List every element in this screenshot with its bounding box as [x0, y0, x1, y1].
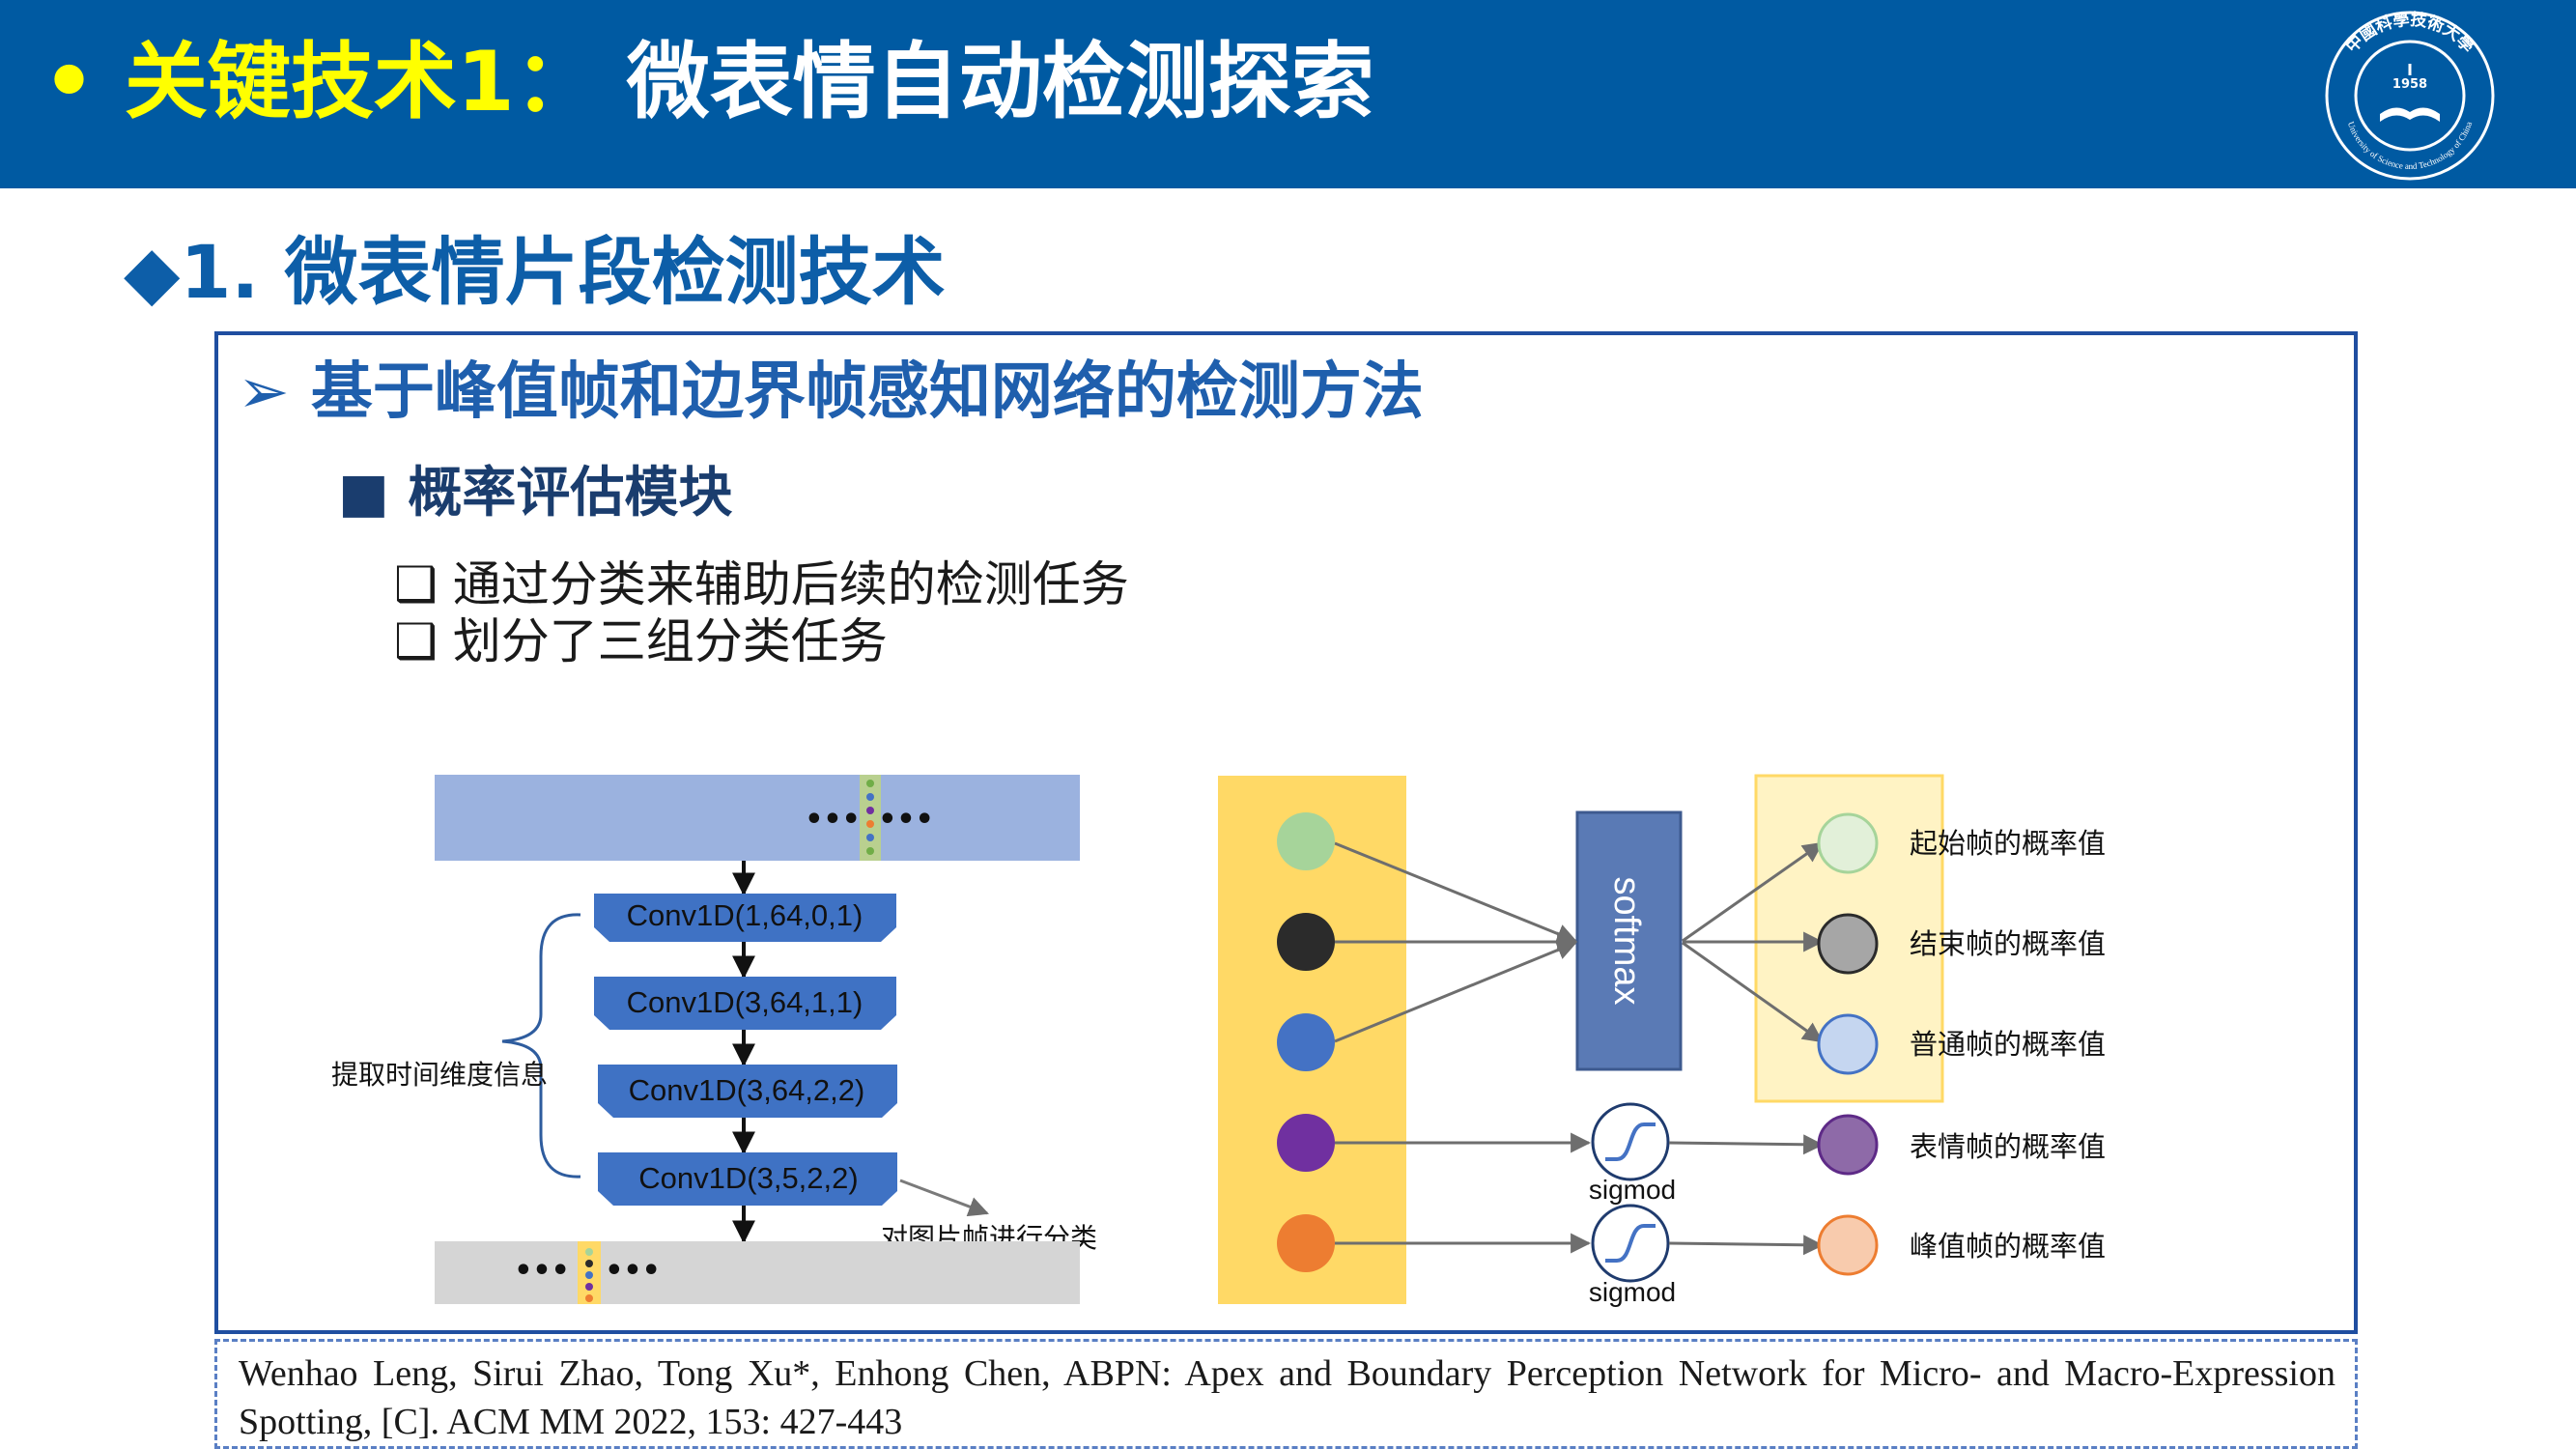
- conv-block-2: Conv1D(3,64,1,1): [594, 977, 896, 1030]
- output-node: [1817, 1214, 1879, 1276]
- subpoint-title: ■ 概率评估模块: [338, 462, 733, 525]
- output-label: 起始帧的概率值: [1910, 827, 2106, 860]
- sigmoid-node-2: [1591, 1204, 1670, 1283]
- probability-output-nodes: [1817, 812, 1879, 1276]
- output-node: [1817, 1114, 1879, 1176]
- sigmoid-label: sigmod: [1589, 1175, 1676, 1205]
- logo-year: 1958: [2392, 77, 2427, 92]
- sigmoid-node-1: [1591, 1102, 1670, 1181]
- conv-block-1: Conv1D(1,64,0,1): [594, 894, 896, 942]
- sigmoid-label: sigmod: [1589, 1277, 1676, 1307]
- header-title-topic: 微表情自动检测探索: [626, 34, 1374, 130]
- bullet-item: ❑ 通过分类来辅助后续的检测任务: [394, 556, 1129, 612]
- output-dots-left: •••: [514, 1254, 570, 1288]
- feature-highlight-column: [860, 775, 881, 861]
- header-bar: • 关键技术1： 微表情自动检测探索 中國科學技術大學 University o…: [0, 0, 2576, 188]
- header-title: • 关键技术1： 微表情自动检测探索: [42, 29, 1374, 135]
- sigmoid-output-arrow: [1668, 1235, 1825, 1256]
- feature-node: [1277, 913, 1335, 971]
- bullet-item: ❑ 划分了三组分类任务: [394, 613, 888, 669]
- feature-node: [1277, 1114, 1335, 1172]
- output-label: 峰值帧的概率值: [1910, 1230, 2106, 1263]
- university-logo: 中國科學技術大學 University of Science and Techn…: [2325, 10, 2495, 181]
- output-sequence-bar: [435, 1241, 1080, 1304]
- conv-layer-label: Conv1D(3,64,1,1): [627, 985, 863, 1019]
- section-title: ◆1. 微表情片段检测技术: [124, 229, 946, 315]
- conv-layer-label: Conv1D(3,5,2,2): [638, 1161, 858, 1195]
- output-node: [1817, 812, 1879, 874]
- softmax-box: [1575, 810, 1683, 1071]
- feature-node: [1277, 1214, 1335, 1272]
- brace-connector: [501, 913, 581, 1179]
- conv-block-3: Conv1D(3,64,2,2): [598, 1065, 897, 1118]
- feature-node: [1277, 1013, 1335, 1071]
- open-book-icon: [2380, 107, 2440, 122]
- feature-column-dots: [866, 780, 874, 855]
- point-title: ➢ 基于峰值帧和边界帧感知网络的检测方法: [238, 356, 1424, 428]
- frame-feature-nodes: [1277, 812, 1335, 1272]
- softmax-input-arrows: [1334, 841, 1578, 1043]
- output-label: 普通帧的概率值: [1910, 1028, 2106, 1061]
- softmax-label: softmax: [1606, 876, 1647, 1005]
- output-label: 表情帧的概率值: [1910, 1130, 2106, 1163]
- reference-citation: Wenhao Leng, Sirui Zhao, Tong Xu*, Enhon…: [214, 1339, 2358, 1449]
- conv-layer-label: Conv1D(3,64,2,2): [629, 1073, 865, 1107]
- softmax-output-arrows: [1682, 841, 1825, 1043]
- sigmoid-output-arrow: [1668, 1134, 1825, 1155]
- feature-sequence-bar: [435, 775, 1080, 861]
- classify-arrow: [899, 1179, 989, 1217]
- header-title-key: 关键技术1：: [124, 34, 598, 130]
- conv-layer-label: Conv1D(1,64,0,1): [627, 898, 863, 932]
- output-node: [1817, 913, 1879, 975]
- output-label: 结束帧的概率值: [1910, 927, 2106, 960]
- output-column-dots: [585, 1248, 593, 1302]
- conv-block-4: Conv1D(3,5,2,2): [598, 1152, 897, 1206]
- content-box: [214, 331, 2358, 1334]
- header-bullet: •: [42, 34, 96, 130]
- brace-label: 提取时间维度信息: [331, 1059, 548, 1091]
- feature-dots-right: •••: [878, 803, 934, 837]
- output-node: [1817, 1013, 1879, 1075]
- feature-dots-left: •••: [805, 803, 861, 837]
- feature-node: [1277, 812, 1335, 870]
- output-dots-right: •••: [605, 1254, 661, 1288]
